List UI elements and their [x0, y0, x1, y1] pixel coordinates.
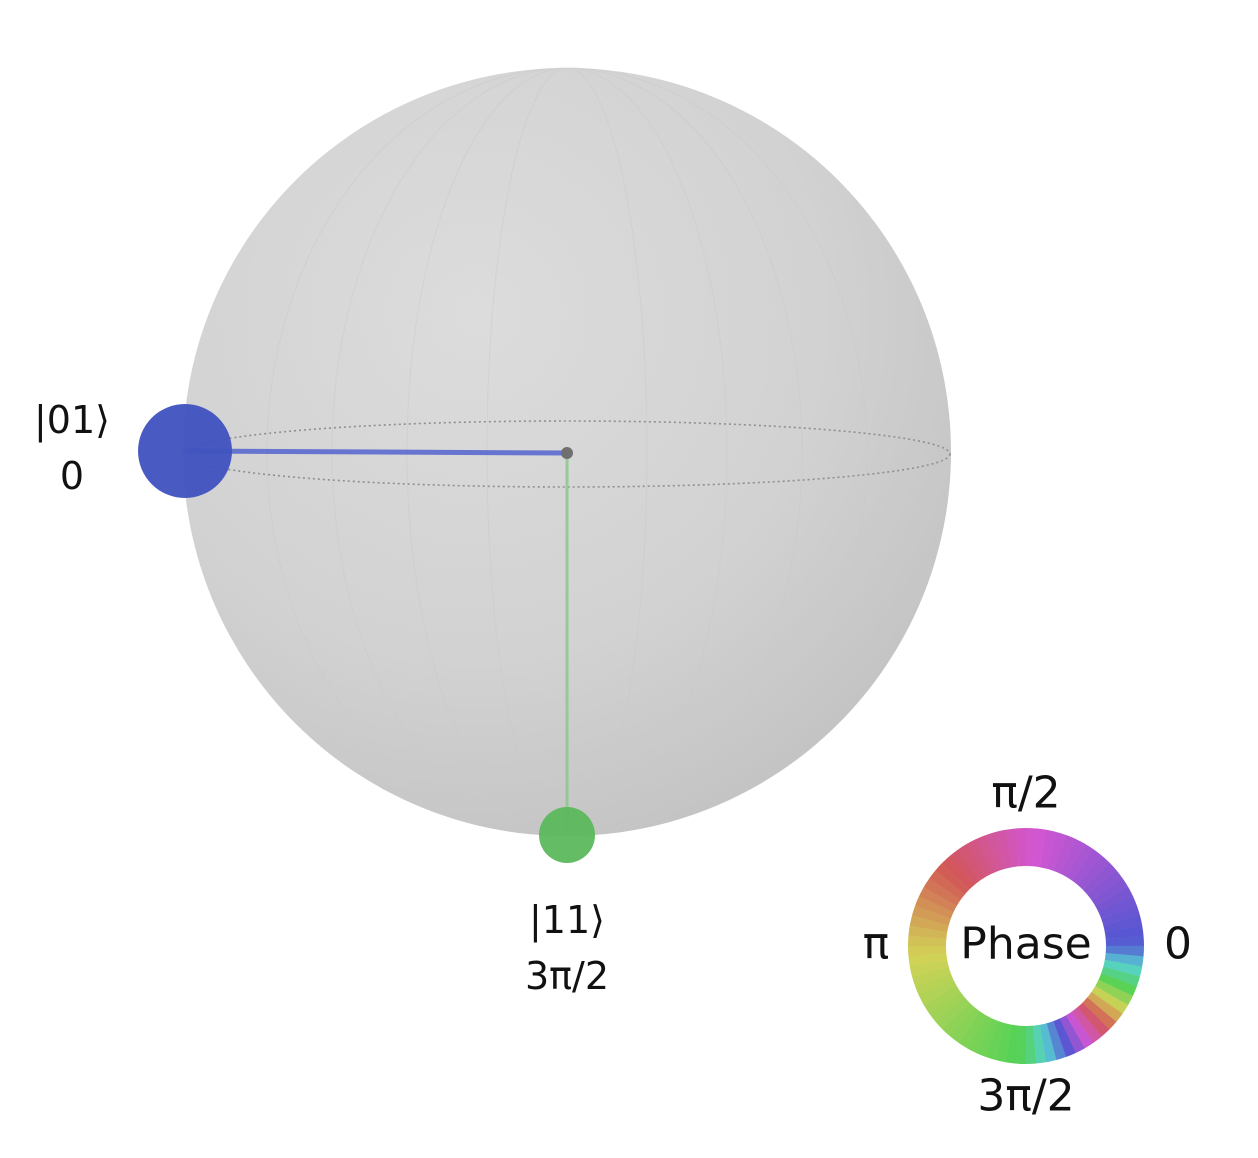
phase-wheel-segment — [1082, 997, 1117, 1030]
phase-wheel-segment — [1082, 862, 1117, 895]
phase-wheel-segment — [1046, 1021, 1067, 1060]
phase-wheel-segment — [908, 935, 947, 947]
phase-tick-pi: π — [862, 918, 890, 970]
phase-wheel-segment — [912, 966, 951, 987]
state-11-ket: |11⟩ — [529, 898, 605, 942]
phase-wheel-segment — [995, 829, 1013, 869]
phase-wheel-segment — [1059, 838, 1085, 877]
phase-wheel-segment — [1025, 828, 1037, 867]
phase-wheel-segment — [1039, 1023, 1057, 1063]
phase-wheel-segment — [1053, 835, 1076, 874]
phase-wheel-segment — [935, 862, 970, 895]
phase-wheel-segment — [975, 835, 999, 874]
phase-wheel-segment — [1098, 895, 1137, 919]
phase-wheel-segment — [919, 979, 957, 1006]
state-01-label: |01⟩ 0 — [34, 392, 110, 504]
phase-wheel-segment — [1091, 878, 1129, 906]
phase-wheel-segment — [1046, 831, 1067, 871]
phase-wheel-segment — [909, 915, 949, 933]
phase-wheel-segment — [958, 1011, 987, 1049]
phase-wheel-segment — [942, 855, 975, 890]
phase-wheel-segment — [1065, 843, 1094, 881]
phase-wheel-segment — [1077, 1002, 1110, 1037]
phase-wheel-segment — [908, 925, 948, 940]
phase-wheel-segment — [942, 1002, 975, 1037]
state-01-vector — [184, 448, 568, 456]
phase-wheel-segment — [1077, 855, 1110, 890]
phase-wheel-segment — [923, 878, 961, 907]
phase-wheel-segment — [1101, 966, 1141, 987]
phase-wheel-segment — [1032, 828, 1047, 868]
phase-wheel-segment — [967, 1015, 993, 1054]
state-01-marker — [138, 404, 232, 498]
phase-tick-pi-half: π/2 — [991, 767, 1061, 819]
phase-wheel-segment — [935, 997, 970, 1030]
phase-wheel-segment — [915, 973, 954, 997]
phase-wheel-segment — [1105, 945, 1144, 957]
phase-wheel-segment — [1071, 849, 1102, 885]
phase-wheel-segment — [909, 959, 949, 977]
phase-wheel-segment — [958, 843, 986, 881]
phase-wheel-segment — [923, 986, 961, 1014]
state-01-ket: |01⟩ — [34, 398, 110, 442]
phase-wheel-segment — [1053, 1018, 1077, 1057]
phase-tick-zero: 0 — [1164, 918, 1192, 970]
phase-wheel-segment — [1005, 828, 1020, 868]
phase-wheel-segment — [1101, 905, 1140, 926]
phase-wheel-segment — [918, 887, 957, 913]
phase-wheel-segment — [1091, 985, 1129, 1014]
phase-wheel-segment — [1087, 869, 1123, 901]
phase-wheel-segment — [1103, 959, 1143, 977]
phase-wheel-segment — [985, 1021, 1006, 1061]
phase-wheel-segment — [929, 870, 965, 901]
phase-wheel-segment — [1095, 979, 1134, 1005]
phase-wheel-segment — [1032, 1024, 1047, 1064]
phase-wheel-segment — [950, 1007, 981, 1043]
sphere-center-dot — [561, 447, 573, 459]
phase-wheel-segment — [1066, 1011, 1094, 1049]
phase-wheel — [908, 827, 1144, 1064]
phase-wheel-segment — [1039, 829, 1057, 869]
state-01-phase: 0 — [59, 454, 85, 498]
phase-wheel-segment — [1104, 952, 1144, 967]
phase-wheel-segment — [1071, 1007, 1103, 1043]
phase-wheel-segment — [908, 952, 948, 967]
phase-wheel-segment — [1103, 915, 1143, 933]
phase-wheel-segment — [911, 905, 951, 926]
phase-wheel-center-label: Phase — [960, 918, 1092, 970]
phase-wheel-segment — [1059, 1015, 1086, 1053]
phase-tick-three-pi-half: 3π/2 — [977, 1070, 1075, 1122]
state-11-phase: 3π/2 — [524, 954, 610, 998]
phase-wheel-segment — [966, 839, 993, 877]
phase-wheel-segment — [1104, 925, 1144, 940]
phase-wheel-segment — [995, 1023, 1013, 1063]
phase-wheel-segment — [985, 832, 1006, 871]
phase-wheel-segment — [976, 1018, 999, 1057]
phase-wheel-segment — [1087, 991, 1123, 1022]
phase-wheel-segment — [929, 991, 965, 1023]
state-11-marker — [539, 807, 595, 863]
phase-wheel-segment — [1015, 1025, 1027, 1064]
phase-wheel-segment — [1005, 1024, 1020, 1064]
phase-wheel-segment — [1098, 973, 1137, 996]
state-11-label: |11⟩ 3π/2 — [525, 892, 609, 1004]
phase-wheel-segment — [949, 849, 981, 885]
phase-wheel-segment — [1095, 886, 1133, 913]
phase-wheel-segment — [915, 896, 954, 919]
